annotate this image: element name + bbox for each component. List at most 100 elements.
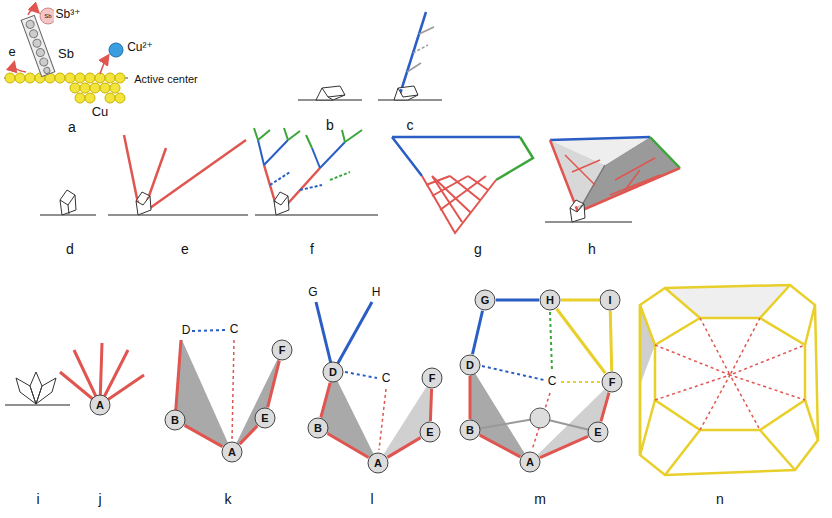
drawing-stroke bbox=[258, 140, 264, 165]
drawing-stroke bbox=[333, 302, 372, 372]
drawing-stroke bbox=[5, 73, 15, 83]
panel-letter: n bbox=[715, 492, 725, 507]
drawing-stroke bbox=[392, 137, 533, 233]
drawing-stroke bbox=[55, 73, 65, 83]
drawing-stroke bbox=[345, 372, 377, 378]
drawing-stroke bbox=[28, 29, 38, 39]
drawing-stroke bbox=[665, 285, 790, 318]
panel-letter: d bbox=[65, 242, 75, 257]
drawing-stroke bbox=[320, 142, 345, 168]
drawing-stroke bbox=[95, 73, 105, 83]
drawing-stroke bbox=[150, 140, 246, 208]
drawing-stroke bbox=[640, 285, 818, 475]
drawing-stroke bbox=[650, 137, 680, 168]
node-circle: F bbox=[271, 339, 293, 361]
drawing-stroke bbox=[175, 340, 232, 452]
drawing-stroke bbox=[232, 340, 234, 440]
node-circle: E bbox=[254, 407, 276, 429]
drawing-stroke bbox=[35, 47, 45, 57]
drawing-stroke bbox=[470, 365, 530, 462]
node-circle: H bbox=[539, 289, 561, 311]
drawing-stroke bbox=[85, 93, 95, 103]
panel-letter: h bbox=[587, 242, 597, 257]
drawing-stroke bbox=[318, 372, 378, 463]
drawing-stroke bbox=[175, 340, 181, 420]
part-label: Cu bbox=[91, 105, 110, 119]
node-circle: A bbox=[367, 452, 389, 474]
crystal-edge bbox=[240, 426, 258, 444]
drawing-stroke bbox=[561, 381, 600, 383]
drawing-stroke bbox=[100, 56, 108, 74]
drawing-stroke bbox=[100, 83, 110, 93]
drawing-stroke bbox=[378, 378, 432, 463]
panel-letter: j bbox=[97, 492, 102, 507]
node-circle: B bbox=[307, 417, 329, 439]
crystal-edge bbox=[540, 436, 588, 457]
crystal-edge bbox=[496, 299, 539, 302]
crystal-edge bbox=[469, 376, 472, 419]
node-letter: H bbox=[539, 289, 561, 311]
drawing-stroke bbox=[4, 73, 128, 103]
drawing-stroke bbox=[109, 43, 123, 57]
drawing-stroke bbox=[394, 86, 418, 100]
drawing-stroke bbox=[254, 128, 258, 140]
panel-letter: a bbox=[67, 120, 77, 135]
panel-letter: k bbox=[224, 492, 233, 507]
drawing-stroke bbox=[482, 366, 544, 380]
drawing-stroke bbox=[392, 137, 520, 176]
drawing-stroke bbox=[470, 418, 540, 430]
drawing-stroke bbox=[407, 27, 434, 72]
drawing-stroke bbox=[345, 130, 362, 142]
drawing-stroke bbox=[496, 137, 533, 180]
crystal-edge bbox=[328, 434, 369, 458]
drawing-stroke bbox=[270, 172, 290, 185]
drawing-stroke bbox=[21, 15, 55, 76]
drawing-stroke bbox=[264, 140, 288, 165]
drawing-stroke bbox=[39, 57, 49, 67]
drawing-stroke bbox=[288, 131, 300, 140]
drawing-stroke bbox=[258, 130, 270, 140]
panel-letter: b bbox=[325, 118, 335, 133]
panel-letter: e bbox=[180, 242, 190, 257]
node-circle: G bbox=[474, 289, 496, 311]
drawing-stroke bbox=[25, 19, 35, 29]
part-label: G bbox=[307, 286, 318, 299]
drawing-stroke bbox=[105, 73, 115, 83]
drawing-stroke bbox=[312, 148, 320, 168]
drawing-stroke bbox=[255, 215, 378, 216]
drawing-stroke bbox=[115, 73, 125, 83]
crystal-edge bbox=[472, 311, 482, 355]
drawing-stroke bbox=[40, 215, 96, 216]
drawing-stroke bbox=[14, 63, 26, 72]
drawing-stroke bbox=[550, 137, 680, 212]
panel-letter: l bbox=[369, 492, 374, 507]
drawing-stroke bbox=[274, 192, 289, 215]
drawing-stroke bbox=[530, 382, 612, 462]
part-label: Cu²⁺ bbox=[126, 41, 154, 54]
crystal-edge bbox=[610, 311, 611, 371]
drawing-stroke bbox=[530, 408, 550, 428]
drawing-stroke bbox=[232, 350, 282, 452]
crystal-edge bbox=[480, 435, 521, 457]
drawing-stroke bbox=[65, 73, 75, 83]
node-circle: D bbox=[459, 354, 481, 376]
node-letter: G bbox=[474, 289, 496, 311]
part-label: C bbox=[229, 323, 240, 336]
panel-letter: c bbox=[406, 118, 415, 133]
drawing-stroke bbox=[85, 73, 95, 83]
node-circle: F bbox=[601, 371, 623, 393]
crystal-edge bbox=[430, 389, 431, 421]
drawing-stroke bbox=[300, 185, 322, 190]
drawing-stroke bbox=[284, 128, 288, 140]
node-circle: B bbox=[164, 409, 186, 431]
drawing-stroke bbox=[655, 318, 805, 430]
node-circle: D bbox=[322, 361, 344, 383]
drawing-stroke bbox=[550, 312, 552, 371]
drawing-stroke bbox=[108, 215, 248, 216]
crystal-edge bbox=[321, 383, 330, 418]
drawing-stroke bbox=[407, 63, 421, 72]
drawing-stroke bbox=[32, 38, 42, 48]
node-letter: B bbox=[164, 409, 186, 431]
node-letter: F bbox=[601, 371, 623, 393]
